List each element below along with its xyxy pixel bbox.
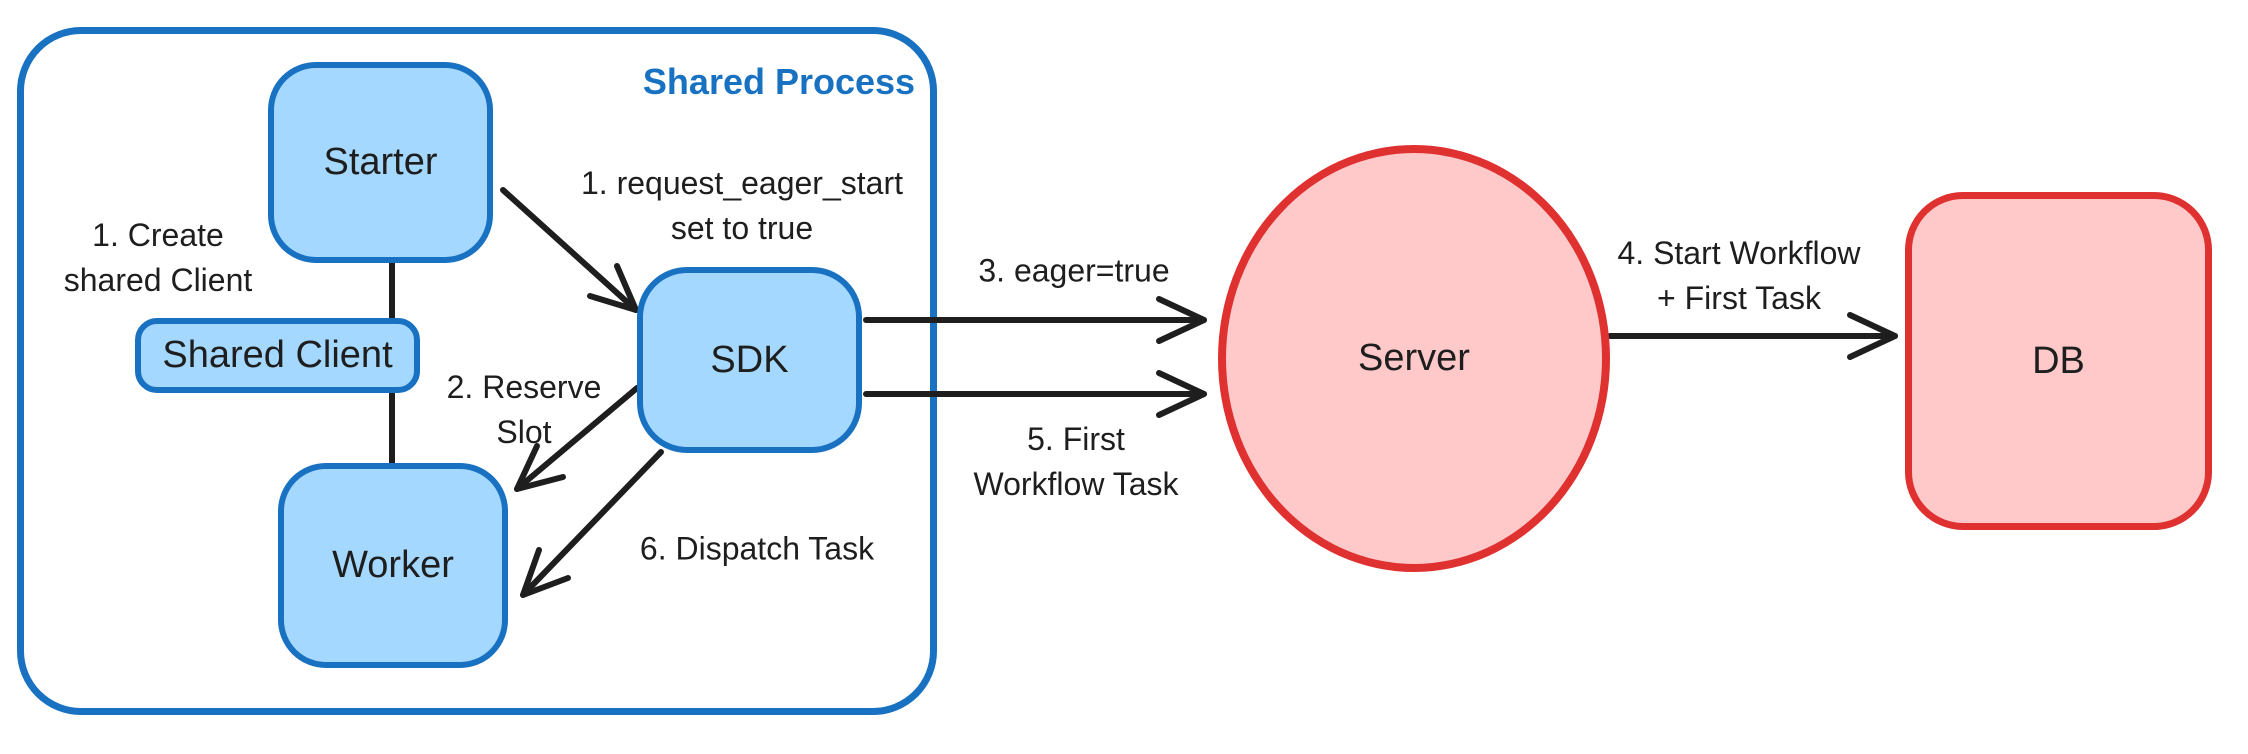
shared-process-container (17, 27, 937, 715)
node-db: DB (1905, 192, 2212, 530)
node-db-label: DB (2032, 339, 2085, 382)
node-worker-label: Worker (332, 544, 454, 586)
node-worker: Worker (278, 463, 508, 668)
node-sdk: SDK (637, 267, 862, 453)
node-server: Server (1218, 145, 1610, 572)
node-starter: Starter (268, 62, 493, 263)
annotation-first-workflow-task: 5. First Workflow Task (973, 421, 1179, 502)
annotation-dispatch-task: 6. Dispatch Task (639, 530, 875, 567)
node-sdk-label: SDK (710, 338, 789, 381)
shared-process-label: Shared Process (642, 61, 916, 102)
node-server-label: Server (1358, 337, 1470, 379)
annotation-eager-true: 3. eager=true (978, 252, 1170, 289)
node-starter-label: Starter (323, 141, 438, 183)
arrow-start-workflow (1607, 312, 1898, 360)
annotation-request-eager-start: 1. request_eager_start set to true (581, 165, 903, 246)
annotation-reserve-slot: 2. Reserve Slot (446, 369, 602, 450)
annotation-start-workflow: 4. Start Workflow + First Task (1617, 235, 1861, 316)
node-shared-client: Shared Client (135, 318, 420, 393)
node-shared-client-label: Shared Client (162, 334, 393, 376)
annotation-create-shared-client: 1. Create shared Client (63, 217, 253, 298)
